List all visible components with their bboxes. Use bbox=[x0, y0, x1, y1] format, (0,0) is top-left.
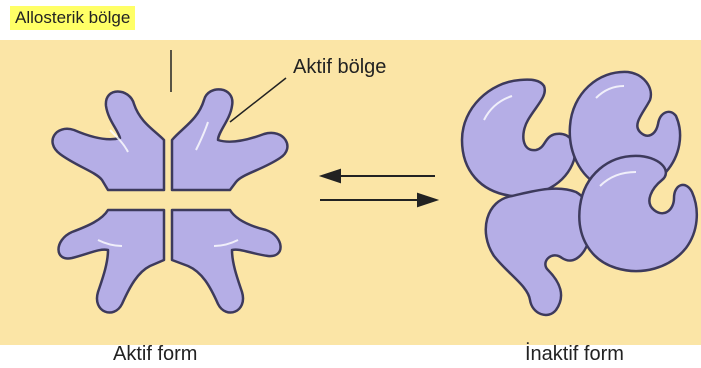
inactive-subunit-top-left bbox=[462, 80, 575, 197]
active-subunit-bottom-right bbox=[172, 210, 281, 313]
inactive-subunit-bottom-right bbox=[579, 156, 696, 271]
inactive-form-label: İnaktif form bbox=[525, 343, 624, 366]
active-subunit-top-right bbox=[172, 89, 287, 190]
active-site-label: Aktif bölge bbox=[293, 56, 386, 79]
allosteric-site-label: Allosterik bölge bbox=[10, 6, 135, 30]
inactive-form-tetramer bbox=[462, 72, 697, 315]
inactive-subunit-bottom-left bbox=[486, 189, 592, 315]
active-form-label: Aktif form bbox=[113, 343, 197, 366]
active-site-pointer bbox=[230, 78, 286, 122]
active-subunit-top-left bbox=[53, 92, 164, 191]
active-subunit-bottom-left bbox=[59, 210, 165, 313]
active-form-tetramer bbox=[53, 89, 288, 312]
equilibrium-arrows bbox=[320, 170, 436, 206]
